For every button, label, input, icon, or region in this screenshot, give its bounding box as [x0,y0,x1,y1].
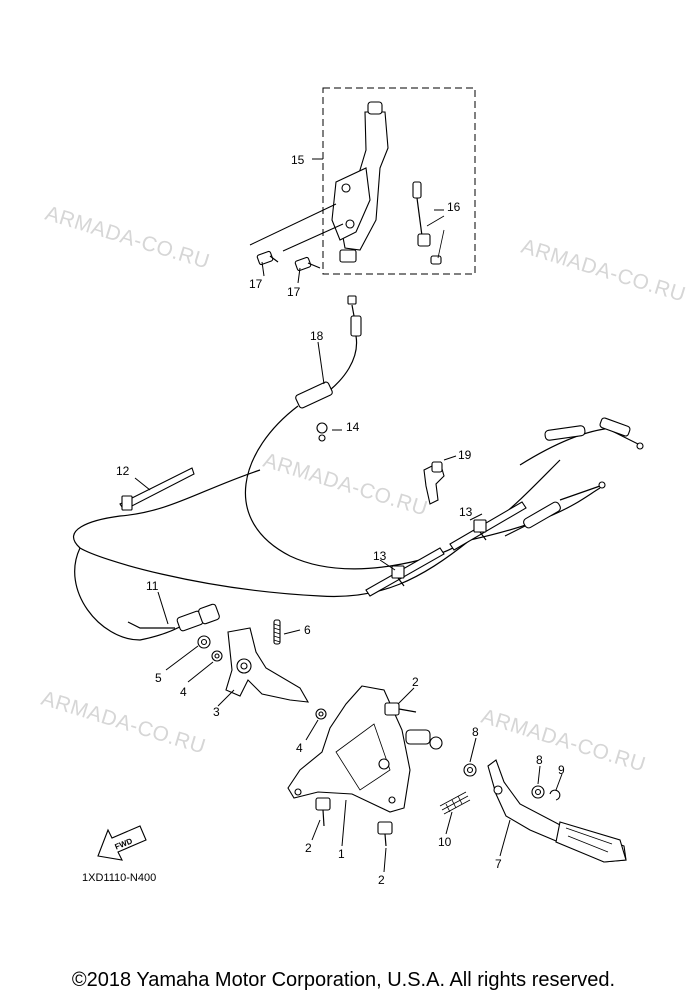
callout-9: 9 [558,763,565,777]
bolt-2-left [315,797,331,827]
callout-14: 14 [346,420,360,434]
callout-13-lower: 13 [373,549,387,563]
assembly-box-15 [322,87,476,275]
washer-5 [197,635,211,649]
callout-15: 15 [291,153,305,167]
clamp-19 [423,461,445,505]
cable-tie-12 [119,467,195,511]
bolt-17-right [294,256,321,272]
callout-7: 7 [495,857,502,871]
callout-2-left: 2 [305,841,312,855]
callout-19: 19 [458,448,472,462]
bolt-17-left [256,250,279,266]
callout-12: 12 [116,464,130,478]
callout-17-right: 17 [287,285,301,299]
brake-cable-18 [244,295,644,570]
callout-10: 10 [438,835,452,849]
callout-numbers: 15 16 17 17 18 14 19 12 13 13 11 6 5 4 3… [116,153,565,887]
bracket-3 [225,627,310,703]
parking-brake-lever [331,101,389,263]
callout-13-upper: 13 [459,505,473,519]
clip-14 [316,422,328,442]
callout-16: 16 [447,200,461,214]
callout-4-left: 4 [180,685,187,699]
pivot-shaft [405,729,443,750]
watermark-3: ARMADA-CO.RU [261,449,431,521]
callout-11: 11 [146,579,159,593]
diagram-code: 1XD1110-N400 [82,872,157,884]
cable-tie-13-lower [365,547,445,597]
rod-assembly-16 [412,181,445,265]
washer-4-right [315,708,327,720]
callout-2-top: 2 [412,675,419,689]
callout-8-right: 8 [536,753,543,767]
collar-4-left [211,650,223,662]
callout-18: 18 [310,329,324,343]
copyright-notice: ©2018 Yamaha Motor Corporation, U.S.A. A… [71,969,616,991]
watermark-2: ARMADA-CO.RU [519,235,687,307]
spring-6 [273,619,281,645]
callout-8-left: 8 [472,725,479,739]
callout-2-right: 2 [378,873,385,887]
bracket-1 [287,685,411,813]
bolt-2-right [377,821,393,847]
watermark-1: ARMADA-CO.RU [43,202,213,274]
washer-8-left [463,763,477,777]
spring-10 [439,791,471,815]
callout-5: 5 [155,671,162,685]
washer-8-right [531,785,545,799]
clip-9 [549,789,561,801]
callout-17-left: 17 [249,277,263,291]
bolt-2-top [384,702,417,716]
cable-tie-13-upper [449,501,527,551]
leader-lines [134,209,563,873]
brake-pedal-7 [487,759,627,863]
callout-3: 3 [213,705,220,719]
callout-1: 1 [338,847,345,861]
fwd-arrow-icon: FWD [97,825,147,861]
callout-4-right: 4 [296,741,303,755]
callout-6: 6 [304,623,311,637]
